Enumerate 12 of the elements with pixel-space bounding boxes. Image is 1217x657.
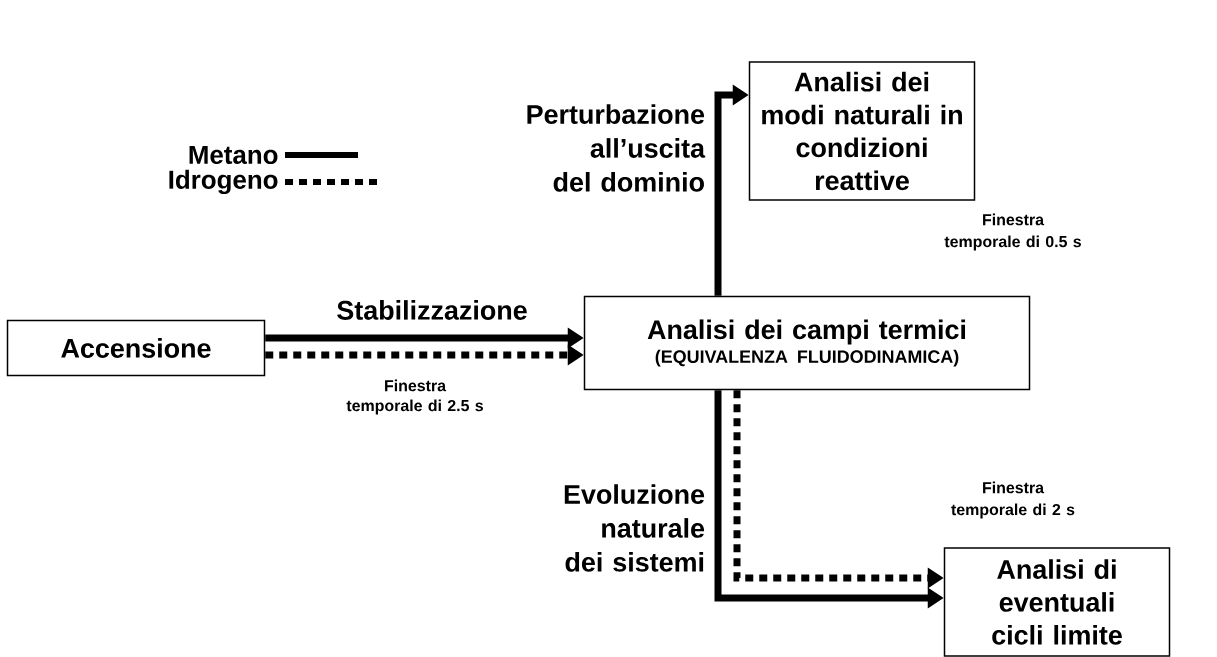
process-box: Analisi di eventuali cicli limite: [943, 547, 1171, 657]
process-box: Analisi dei campi termici (EQUIVALENZA FLUIDODINAMICA): [583, 295, 1031, 391]
time-window-label: Finestra temporale di 0.5 s: [944, 213, 1081, 251]
edge-label: Stabilizzazione: [337, 300, 527, 320]
process-box: Analisi dei modi naturali in condizioni reattive: [748, 61, 976, 201]
edge-label: Perturbazione all’uscita del dominio: [527, 104, 706, 192]
legend-label: Idrogeno: [169, 169, 278, 195]
time-window-label: Finestra temporale di 2 s: [951, 481, 1075, 519]
edge-label: Evoluzione naturale dei sistemi: [564, 484, 705, 572]
process-box: Accensione: [6, 319, 266, 377]
legend-label: Metano: [189, 145, 278, 165]
edge-label: Finestra temporale di 2.5 s: [346, 379, 483, 415]
